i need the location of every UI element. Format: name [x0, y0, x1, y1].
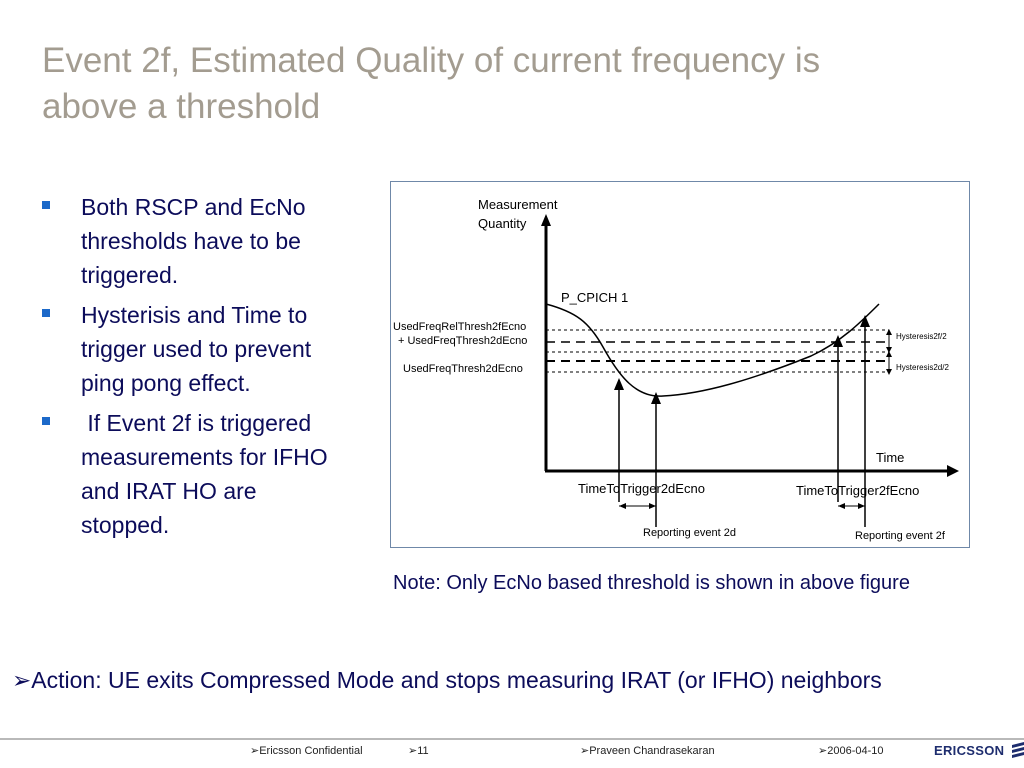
- ttt-2f-interval-left-arrow-icon: [838, 503, 845, 509]
- x-axis-arrow-icon: [947, 465, 959, 477]
- p-cpich-curve: [545, 303, 880, 397]
- title-line-2: above a threshold: [42, 87, 321, 126]
- bullet-text: Both RSCP and EcNo thresholds have to be…: [81, 194, 306, 288]
- bullet-square-icon: [42, 417, 50, 425]
- footer-date: ➢2006-04-10: [818, 745, 884, 757]
- bullet-square-icon: [42, 309, 50, 317]
- ttt-2f-interval-right-arrow-icon: [858, 503, 865, 509]
- report-2d-label: Reporting event 2d: [643, 527, 736, 539]
- hysteresis-2d-label: Hysteresis2d/2: [896, 363, 949, 372]
- threshold-label-1b: + UsedFreqThresh2dEcno: [398, 335, 527, 347]
- action-text: ➢Action: UE exits Compressed Mode and st…: [12, 667, 882, 693]
- bullet-item: If Event 2f is triggered measurements fo…: [40, 406, 350, 542]
- ttt-2d-interval-left-arrow-icon: [619, 503, 626, 509]
- hysteresis-2d-arrow-up-icon: [886, 351, 892, 357]
- hysteresis-2f-label: Hysteresis2f/2: [896, 332, 947, 341]
- bullet-text: If Event 2f is triggered measurements fo…: [81, 410, 335, 538]
- ttt-2d-label: TimeToTrigger2dEcno: [578, 481, 705, 496]
- curve-label: P_CPICH 1: [561, 290, 628, 305]
- ericsson-logo: ERICSSON: [934, 742, 1024, 758]
- hysteresis-2d-arrow-down-icon: [886, 369, 892, 375]
- logo-text: ERICSSON: [934, 743, 1005, 758]
- ttt-2d-start-arrow-head-icon: [614, 378, 624, 390]
- y-axis-label-1: Measurement: [478, 197, 558, 212]
- title-line-1: Event 2f, Estimated Quality of current f…: [42, 41, 821, 80]
- ttt-2f-start-arrow-head-icon: [833, 335, 843, 347]
- bullet-text: Hysterisis and Time to trigger used to p…: [81, 302, 312, 396]
- ttt-2f-label: TimeToTrigger2fEcno: [796, 483, 919, 498]
- ttt-2d-end-arrow-head-icon: [651, 392, 661, 404]
- footer-divider: [0, 738, 1024, 740]
- slide-title: Event 2f, Estimated Quality of current f…: [42, 38, 992, 130]
- footer-author: ➢Praveen Chandrasekaran: [580, 745, 715, 757]
- y-axis-label-2: Quantity: [478, 216, 527, 231]
- footer-page-number: ➢11: [408, 745, 429, 757]
- bullet-item: Both RSCP and EcNo thresholds have to be…: [40, 190, 350, 292]
- threshold-label-2: UsedFreqThresh2dEcno: [403, 363, 523, 375]
- y-axis-arrow-icon: [541, 214, 551, 226]
- ttt-2d-interval-right-arrow-icon: [649, 503, 656, 509]
- event-2f-diagram: Measurement Quantity Time UsedFreqRelThr…: [390, 181, 970, 548]
- hysteresis-2f-arrow-down-icon: [886, 347, 892, 353]
- x-axis-label: Time: [876, 450, 904, 465]
- report-2f-label: Reporting event 2f: [855, 530, 946, 542]
- bullet-item: Hysterisis and Time to trigger used to p…: [40, 298, 350, 400]
- figure-note: Note: Only EcNo based threshold is shown…: [393, 572, 910, 594]
- bullet-square-icon: [42, 201, 50, 209]
- ttt-2f-end-arrow-head-icon: [860, 315, 870, 327]
- threshold-label-1a: UsedFreqRelThresh2fEcno: [393, 321, 526, 333]
- footer-confidential: ➢Ericsson Confidential: [250, 745, 363, 757]
- bullet-list: Both RSCP and EcNo thresholds have to be…: [40, 190, 350, 548]
- ericsson-logo-icon: [1012, 742, 1024, 758]
- hysteresis-2f-arrow-up-icon: [886, 329, 892, 335]
